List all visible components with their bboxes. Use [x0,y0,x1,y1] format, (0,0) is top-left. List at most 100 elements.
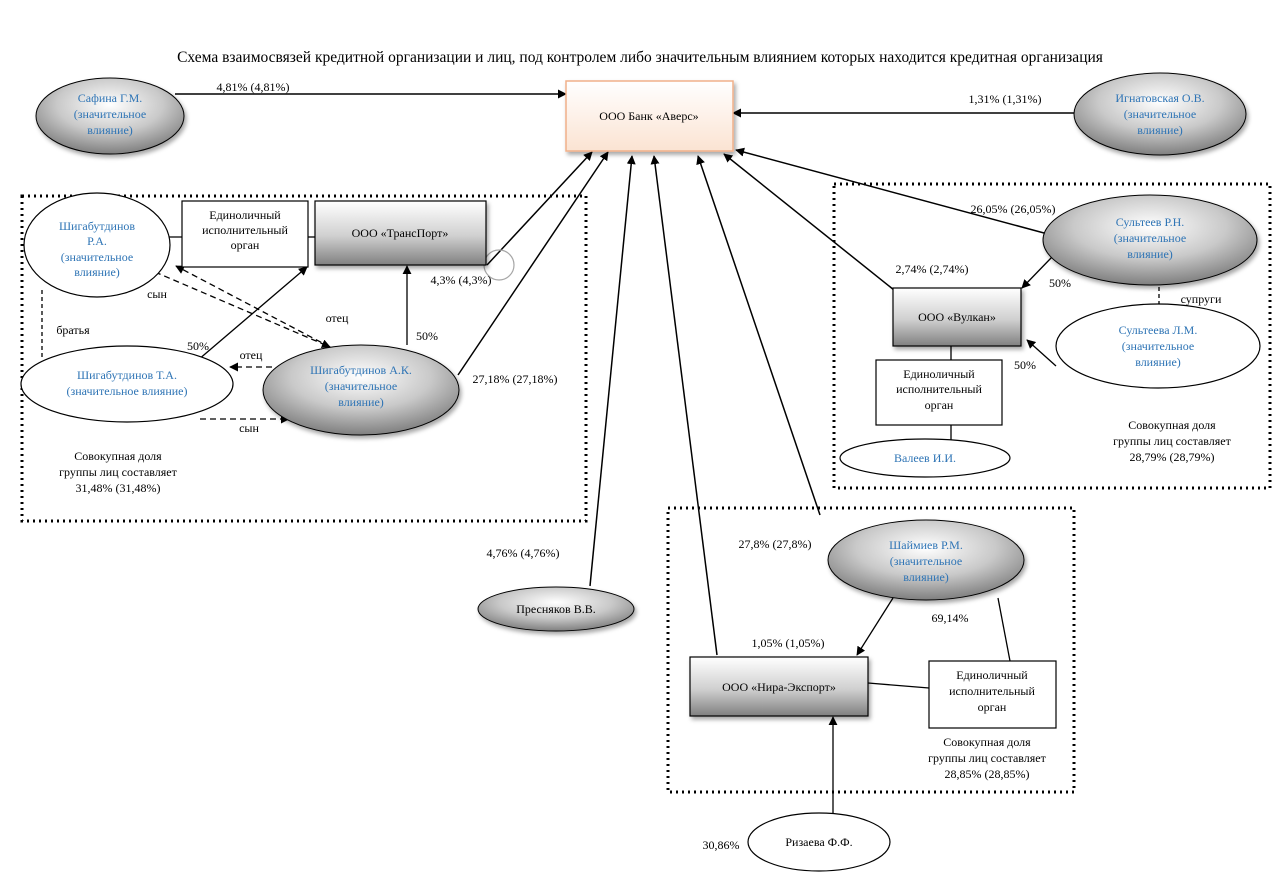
person-name: Валеев И.И. [894,451,956,465]
person-name: Ризаева Ф.Ф. [785,835,852,849]
group-total-label: группы лиц составляет [59,465,178,479]
exec-label: орган [231,238,260,252]
person-rizaeva: Ризаева Ф.Ф. [747,812,891,872]
group-total-left: Совокупная доля группы лиц составляет 31… [59,449,178,495]
share-label: 27,18% (27,18%) [473,372,558,386]
share-label: 1,05% (1,05%) [752,636,825,650]
share-label: 2,74% (2,74%) [896,262,969,276]
company-vulkan: ООО «Вулкан» [892,287,1022,347]
share-label: 50% [416,329,438,343]
company-name: ООО «Нира-Экспорт» [722,680,836,694]
group-total-label: Совокупная доля [74,449,162,463]
person-name: Шигабутдинов [59,219,135,233]
group-total-value: 31,48% (31,48%) [76,481,161,495]
group-frame-bottom [666,506,1076,794]
relation-son: сын [147,287,167,301]
share-label: 26,05% (26,05%) [971,202,1056,216]
group-frame-left [20,194,588,523]
company-nira-export: ООО «Нира-Экспорт» [689,656,869,717]
person-note: влияние) [87,123,133,137]
right-group-links [950,256,1160,441]
group-total-label: Совокупная доля [943,735,1031,749]
left-group-links [41,236,412,424]
person-shaimiev: Шаймиев Р.М. (значительное влияние) [827,519,1025,601]
exec-body-nira: Единоличный исполнительный орган [928,660,1057,729]
person-note: влияние) [338,395,384,409]
relation-father: отец [240,348,263,362]
relation-son: сын [239,421,259,435]
exec-body-transport: Единоличный исполнительный орган [181,200,309,268]
relation-brothers: братья [56,323,90,337]
exec-label: исполнительный [202,223,288,237]
exec-body-vulkan: Единоличный исполнительный орган [875,359,1003,426]
person-name: Р.А. [87,234,107,248]
person-name: Шигабутдинов А.К. [310,363,412,377]
person-presnyakov: Пресняков В.В. [477,586,635,632]
relation-spouses: супруги [1181,292,1222,306]
exec-label: исполнительный [949,684,1035,698]
person-shigabutdinov-ra: Шигабутдинов Р.А. (значительное влияние) [23,192,171,298]
share-label: 50% [1014,358,1036,372]
share-label: 30,86% [703,838,740,852]
exec-label: исполнительный [896,382,982,396]
exec-label: Единоличный [209,208,281,222]
person-note: (значительное [1114,231,1186,245]
person-note: (значительное [74,107,146,121]
company-name: ООО «ТрансПорт» [352,226,449,240]
person-name: Игнатовская О.В. [1115,91,1204,105]
exec-label: орган [925,398,954,412]
person-ignatovskaya: Игнатовская О.В. (значительное влияние) [1073,72,1247,156]
person-name: Сафина Г.М. [78,91,143,105]
person-note: (значительное [61,250,133,264]
group-total-value: 28,79% (28,79%) [1130,450,1215,464]
share-label: 50% [1049,276,1071,290]
bank-name: ООО Банк «Аверс» [599,109,698,123]
share-label: 50% [187,339,209,353]
person-note: влияние) [74,265,120,279]
share-label: 4,3% (4,3%) [431,273,492,287]
person-note: влияние) [1137,123,1183,137]
company-name: ООО «Вулкан» [918,310,996,324]
person-name: Пресняков В.В. [516,602,595,616]
share-label: 1,31% (1,31%) [969,92,1042,106]
person-note: (значительное [890,554,962,568]
person-name: Шигабутдинов Т.А. [77,368,177,382]
person-shigabutdinov-ak: Шигабутдинов А.К. (значительное влияние) [262,344,460,436]
share-label: 4,81% (4,81%) [217,80,290,94]
exec-label: Единоличный [903,367,975,381]
person-valeev: Валеев И.И. [839,438,1011,478]
person-safina: Сафина Г.М. (значительное влияние) [35,77,185,155]
person-note: (значительное [325,379,397,393]
bank-ownership-arrows [175,89,1077,656]
group-frame-right [832,182,1272,490]
person-sultteev: Сультеев Р.Н. (значительное влияние) [1042,194,1258,286]
diagram-title: Схема взаимосвязей кредитной организации… [177,49,1103,66]
person-note: влияние) [903,570,949,584]
share-label: 4,76% (4,76%) [487,546,560,560]
person-note: (значительное влияние) [67,384,188,398]
bottom-group-links [828,597,1011,818]
exec-label: орган [978,700,1007,714]
person-sultteeva: Сультеева Л.М. (значительное влияние) [1055,303,1261,389]
exec-label: Единоличный [956,668,1028,682]
group-total-right: Совокупная доля группы лиц составляет 28… [1113,418,1232,464]
person-note: влияние) [1135,355,1181,369]
person-note: (значительное [1122,339,1194,353]
person-name: Сультеева Л.М. [1119,323,1198,337]
company-transport: ООО «ТрансПорт» [314,200,487,266]
group-total-label: группы лиц составляет [1113,434,1232,448]
person-shigabutdinov-ta: Шигабутдинов Т.А. (значительное влияние) [20,345,234,423]
group-total-label: группы лиц составляет [928,751,1047,765]
person-name: Шаймиев Р.М. [889,538,963,552]
person-note: влияние) [1127,247,1173,261]
group-total-value: 28,85% (28,85%) [945,767,1030,781]
share-label: 69,14% [932,611,969,625]
bank-node: ООО Банк «Аверс» [565,80,734,152]
group-total-label: Совокупная доля [1128,418,1216,432]
person-name: Сультеев Р.Н. [1116,215,1185,229]
group-total-bottom: Совокупная доля группы лиц составляет 28… [928,735,1047,781]
person-note: (значительное [1124,107,1196,121]
share-label: 27,8% (27,8%) [739,537,812,551]
relation-father: отец [326,311,349,325]
